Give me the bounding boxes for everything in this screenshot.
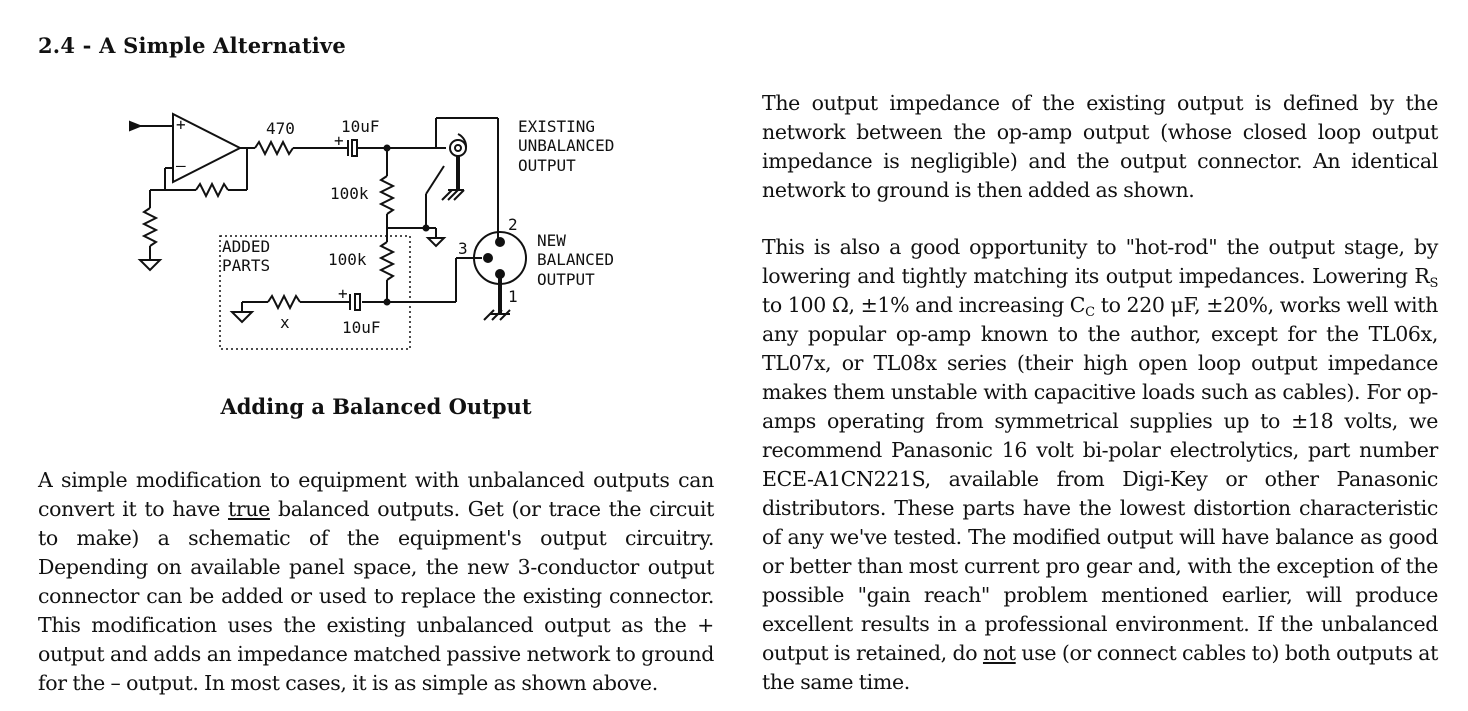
added-parts-label-1: ADDED: [222, 237, 270, 256]
resistor-100k-bottom-label: 100k: [328, 250, 367, 269]
existing-output-jack: [449, 139, 467, 157]
capacitor-1-label: 10uF: [341, 117, 380, 136]
added-parts-box: [219, 235, 411, 350]
underlined-true: true: [227, 497, 270, 521]
resistor-100k-top: [378, 175, 396, 215]
resistor-x: [267, 293, 301, 311]
ground-symbol-left: [137, 259, 163, 272]
existing-output-label-1: EXISTING: [518, 117, 595, 136]
right-column-text: The output impedance of the existing out…: [762, 89, 1438, 697]
resistor-x-label: x: [280, 313, 290, 332]
left-column-text: A simple modification to equipment with …: [38, 466, 714, 698]
ground-symbol-bottom: [229, 311, 255, 324]
input-arrow: [129, 120, 143, 132]
op-amp-symbol: [172, 112, 243, 184]
added-parts-label-2: PARTS: [222, 256, 270, 275]
right-paragraph-1: The output impedance of the existing out…: [762, 91, 1438, 202]
resistor-470-label: 470: [266, 119, 295, 138]
figure-caption: Adding a Balanced Output: [220, 394, 532, 419]
capacitor-2-label: 10uF: [342, 318, 381, 337]
underlined-not: not: [982, 641, 1016, 665]
capacitor-2: [354, 293, 361, 311]
section-title: 2.4 - A Simple Alternative: [38, 33, 346, 58]
resistor-100k-top-label: 100k: [330, 184, 369, 203]
resistor-100k-bottom: [378, 241, 396, 281]
op-amp-minus-label: –: [176, 156, 186, 175]
right-paragraph-2: This is also a good opportunity to "hot-…: [762, 235, 1438, 694]
op-amp-plus-label: +: [176, 115, 186, 134]
capacitor-1-plus: +: [334, 131, 344, 150]
new-output-label-3: OUTPUT: [537, 270, 595, 289]
existing-output-label-2: UNBALANCED: [518, 136, 614, 155]
pin-2-label: 2: [508, 215, 518, 234]
ground-symbol-mid: [425, 237, 447, 248]
capacitor-2-plus: +: [338, 284, 348, 303]
left-paragraph: A simple modification to equipment with …: [38, 468, 714, 695]
new-output-label-2: BALANCED: [537, 250, 614, 269]
resistor-470: [254, 139, 294, 157]
pin-1-label: 1: [508, 287, 518, 306]
new-output-label-1: NEW: [537, 231, 566, 250]
pin-3-label: 3: [458, 239, 468, 258]
resistor-ground-left: [141, 207, 159, 247]
existing-output-label-3: OUTPUT: [518, 156, 576, 175]
balanced-output-schematic: + – 470 10uF + 100k 100k 10uF + x EXISTI…: [129, 112, 614, 350]
resistor-feedback: [195, 181, 229, 199]
